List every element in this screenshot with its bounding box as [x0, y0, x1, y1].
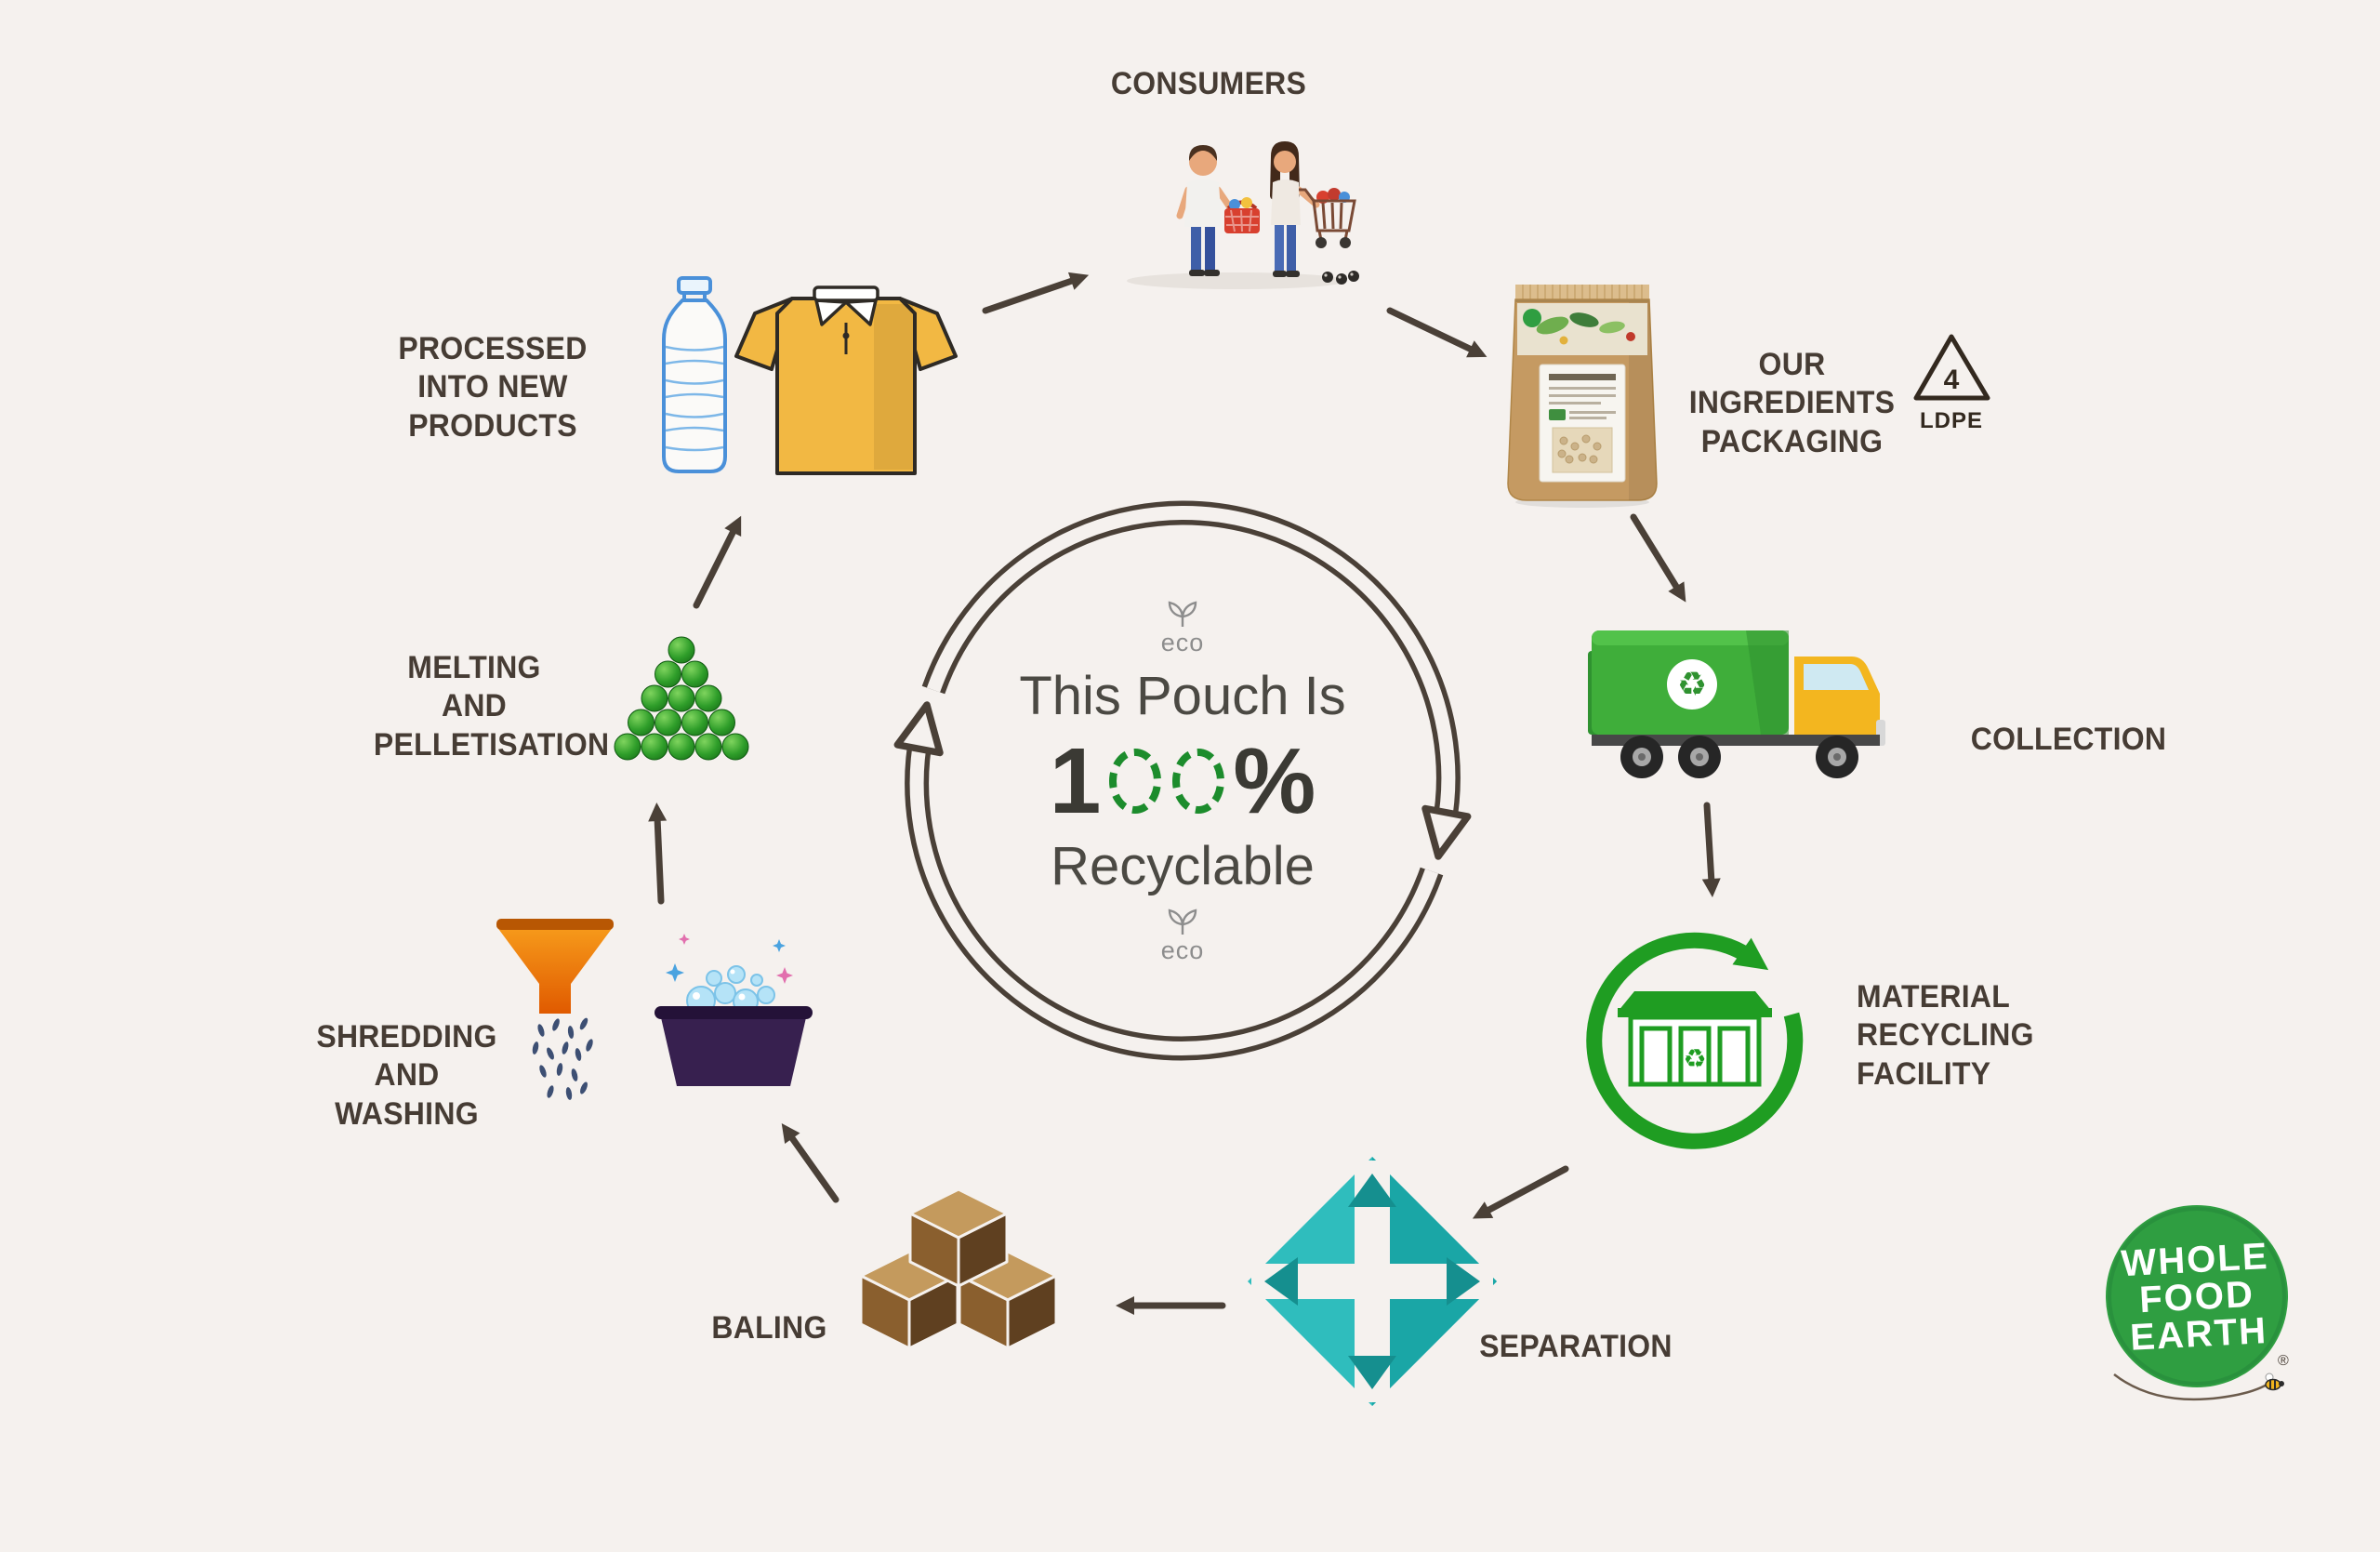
logo-line1: WHOLE: [2120, 1236, 2269, 1284]
zero-ring: 0: [1172, 749, 1225, 814]
bale-cubes: [859, 1187, 1058, 1350]
label-baling: BALING: [711, 1310, 827, 1346]
truck-recycle-symbol-icon: ♻: [1677, 665, 1707, 703]
pellets-icon: [602, 635, 760, 775]
arrow-baling-to-shredding: [781, 1122, 840, 1203]
shopper-woman: [1270, 141, 1320, 277]
eco-sprout-icon: [1168, 909, 1197, 935]
shredding-washing-icon: [485, 915, 820, 1110]
shopping-basket: [1224, 197, 1260, 233]
resin-code-label: LDPE: [1920, 408, 1983, 433]
zero-ring: 0: [1109, 749, 1162, 814]
consumers-illustration: [1102, 104, 1367, 295]
shredder-funnel: [496, 919, 614, 1014]
shopper-man: [1176, 145, 1236, 276]
label-melting: MELTING AND PELLETISATION: [373, 650, 610, 763]
flow-arrows: [648, 272, 1721, 1315]
facility-recycle-symbol-icon: ♻: [1683, 1044, 1706, 1073]
separation-icon: [1242, 1151, 1502, 1412]
bee-icon: [2265, 1373, 2284, 1391]
separation-arrows: [1264, 1174, 1480, 1389]
brand-logo: WHOLE FOOD EARTH ®: [2090, 1192, 2304, 1406]
digit-one: 1: [1049, 729, 1102, 833]
center-message: eco This Pouch Is 1 0 0 % Recyclable eco: [959, 569, 1406, 993]
pouch-icon: [1499, 268, 1666, 510]
recycle-loop-arrows: [893, 500, 1472, 1061]
arrow-consumers-to-packaging: [1386, 307, 1488, 358]
arrow-shredding-to-melting: [648, 803, 668, 905]
bales-icon: [852, 1159, 1065, 1356]
resin-code-number: 4: [1944, 365, 1960, 395]
water-bottle: [662, 276, 727, 473]
garbage-truck-icon: ♻: [1588, 603, 1915, 793]
pouch-claim-line3: Recyclable: [1051, 836, 1315, 896]
ldpe-resin-code-icon: 4 LDPE: [1908, 327, 1996, 439]
pouch-artwork: [1517, 303, 1647, 355]
facility-building: ♻: [1618, 991, 1772, 1087]
label-processed: PROCESSED INTO NEW PRODUCTS: [398, 331, 588, 444]
label-separation: SEPARATION: [1479, 1329, 1673, 1364]
new-products-icon: [651, 274, 967, 488]
eco-badge-bottom: eco: [1161, 905, 1205, 965]
arrow-packaging-to-collection: [1630, 513, 1686, 603]
label-packaging: OUR INGREDIENTS PACKAGING: [1688, 347, 1896, 459]
eco-badge-top: eco: [1161, 597, 1205, 657]
eco-sprout-icon: [1168, 601, 1197, 627]
eco-label: eco: [1160, 936, 1205, 964]
plastic-shreds: [532, 1017, 593, 1100]
percent-sign: %: [1233, 729, 1316, 833]
logo-line3: EARTH: [2129, 1310, 2268, 1359]
shopping-cart: [1299, 188, 1356, 248]
recycling-facility-icon: ♻: [1573, 919, 1817, 1162]
eco-label: eco: [1160, 629, 1205, 657]
arrow-collection-to-mrf: [1701, 802, 1721, 897]
label-shredding: SHREDDING AND WASHING: [316, 1019, 497, 1132]
polo-shirt: [734, 285, 958, 475]
pellet-pyramid: [614, 636, 749, 761]
label-mrf: MATERIAL RECYCLING FACILITY: [1857, 979, 2034, 1092]
label-collection: COLLECTION: [1970, 722, 2167, 757]
registered-mark: ®: [2278, 1353, 2289, 1369]
logo-line2: FOOD: [2138, 1274, 2255, 1320]
pouch-claim-line1: This Pouch Is: [1019, 666, 1346, 726]
truck-wheels: [1620, 736, 1858, 778]
arrow-melting-to-products: [693, 515, 742, 609]
arrow-mrf-to-separation: [1472, 1165, 1569, 1219]
label-consumers: CONSUMERS: [1110, 66, 1307, 101]
pouch-label: [1539, 364, 1626, 483]
dropped-items: [1322, 271, 1359, 285]
wash-basin: [654, 934, 813, 1086]
arrow-products-to-consumers: [982, 272, 1090, 314]
percent-100: 1 0 0 %: [1050, 735, 1316, 828]
